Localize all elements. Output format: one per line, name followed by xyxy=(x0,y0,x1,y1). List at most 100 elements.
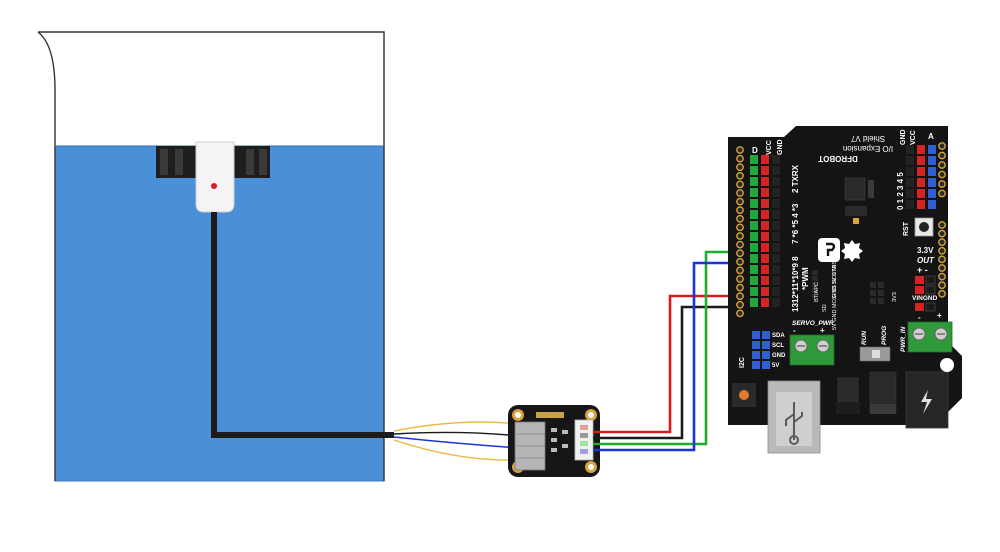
header-pin xyxy=(772,155,780,164)
analog-pins-label: 0 1 2 3 4 5 xyxy=(896,172,905,210)
pins-mid-label: 7 *6 *5 4 *3 xyxy=(791,203,800,244)
svg-text:-: - xyxy=(918,313,921,322)
rst-label: RST xyxy=(903,221,910,236)
edge-pin-hole xyxy=(736,223,744,232)
header-pin xyxy=(812,270,818,275)
sensor-wires xyxy=(393,421,521,461)
header-pin xyxy=(906,178,914,187)
header-pin xyxy=(772,188,780,197)
edge-pin-hole xyxy=(938,170,946,179)
regulator xyxy=(844,177,866,201)
scl-label: SCL xyxy=(772,343,784,349)
header-pin xyxy=(761,199,769,208)
mount-hole-white-icon xyxy=(940,358,954,372)
header-pin xyxy=(772,265,780,274)
header-pin xyxy=(917,167,925,176)
header-pin xyxy=(750,254,758,263)
header-pin xyxy=(812,276,818,281)
header-pin xyxy=(772,177,780,186)
header-pin xyxy=(870,298,876,304)
svg-text:-: - xyxy=(793,326,796,335)
header-pin xyxy=(750,265,758,274)
pwr-in-terminal xyxy=(907,321,953,353)
i2c-header xyxy=(752,331,770,369)
header-pin xyxy=(761,232,769,241)
header-pin xyxy=(772,166,780,175)
digital-header xyxy=(750,155,780,307)
capacitor xyxy=(837,377,859,407)
row-vcc-label: VCC xyxy=(766,140,773,155)
sensor-cable xyxy=(211,212,394,438)
edge-pin-hole xyxy=(736,163,744,172)
header-pin xyxy=(761,243,769,252)
beaker-outline xyxy=(37,31,385,481)
analog-header xyxy=(906,145,936,209)
header-pin xyxy=(750,166,758,175)
bt-label: BT/APC xyxy=(814,282,820,302)
header-pin xyxy=(752,361,760,369)
header-pin xyxy=(906,200,914,209)
edge-pin-hole xyxy=(736,266,744,275)
servo-terminal xyxy=(789,334,835,366)
run-label: RUN xyxy=(861,331,868,345)
vin-label: VINGND xyxy=(912,295,938,302)
edge-pin-hole xyxy=(736,197,744,206)
edge-pin-hole xyxy=(938,264,946,272)
header-pin xyxy=(761,265,769,274)
header-pin xyxy=(772,287,780,296)
header-pin xyxy=(750,188,758,197)
header-pin xyxy=(761,210,769,219)
header-pin xyxy=(812,294,818,299)
spi-side-label: 3V3 xyxy=(892,292,898,302)
io-expansion-shield: D A I/O Expansion Shield V7 DFROBOT VCC … xyxy=(728,126,962,454)
analog-marker: A xyxy=(928,132,934,141)
header-pin xyxy=(772,221,780,230)
header-pin xyxy=(750,199,758,208)
header-pin xyxy=(752,331,760,339)
shield-title-line2: Shield V7 xyxy=(850,134,885,143)
edge-pin-hole xyxy=(736,300,744,309)
header-pin xyxy=(772,232,780,241)
edge-pin-hole xyxy=(736,171,744,180)
gnd-label: GND xyxy=(772,353,786,359)
header-pin xyxy=(928,167,936,176)
header-pin xyxy=(750,276,758,285)
header-pin xyxy=(761,166,769,175)
edge-pin-hole xyxy=(938,281,946,290)
i2c-label: I2C xyxy=(739,357,746,368)
header-pin xyxy=(750,221,758,230)
header-pin xyxy=(928,200,936,209)
analog-vcc-label: VCC xyxy=(910,130,917,145)
header-pin xyxy=(772,254,780,263)
header-pin xyxy=(772,199,780,208)
header-pin xyxy=(878,298,884,304)
spi-pins-label: 5V GND MOSI SS SCK MISO xyxy=(832,256,838,330)
right-edge-header xyxy=(938,142,946,298)
header-pin xyxy=(761,177,769,186)
edge-pin-hole xyxy=(938,238,946,247)
header-pin xyxy=(761,188,769,197)
edge-pin-hole xyxy=(938,246,946,255)
header-pin xyxy=(761,287,769,296)
header-pin xyxy=(906,145,914,154)
output-pins xyxy=(915,275,936,312)
sd-label: SD xyxy=(822,304,828,312)
header-pin xyxy=(750,210,758,219)
lightning-icon xyxy=(921,390,932,414)
pwr-in-label: PWR_IN xyxy=(900,326,907,352)
edge-pin-hole xyxy=(938,189,946,198)
bt-pins-label: GND 5V DTR TXD RXD xyxy=(832,239,838,298)
txrx-label: 2 TXRX xyxy=(791,164,800,193)
bt-spi-header xyxy=(812,270,884,304)
digital-marker: D xyxy=(752,146,758,155)
liquid-level-sensor xyxy=(156,141,394,438)
header-pin xyxy=(752,341,760,349)
prog-label: PROG xyxy=(881,326,888,345)
edge-pin-hole xyxy=(938,255,946,264)
header-pin xyxy=(870,290,876,296)
edge-pin-hole xyxy=(736,249,744,258)
sensor-body xyxy=(195,141,235,213)
wire-red xyxy=(593,294,770,434)
header-pin xyxy=(917,178,925,187)
edge-pin-hole xyxy=(938,289,946,298)
